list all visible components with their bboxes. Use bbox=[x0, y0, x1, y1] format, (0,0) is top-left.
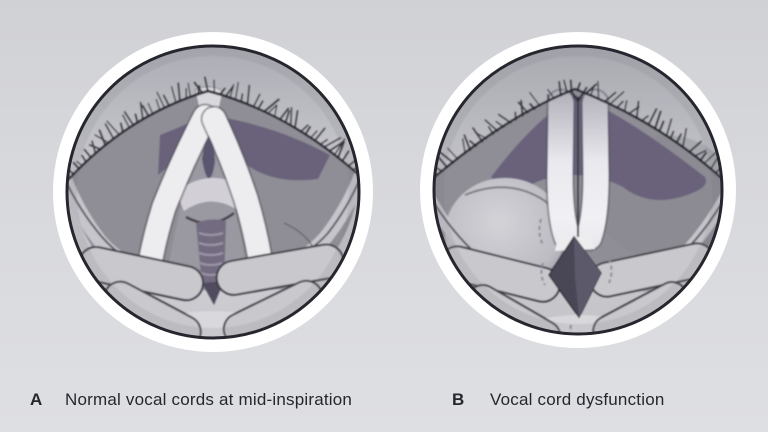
larynx-normal-endoscopic-view bbox=[53, 32, 373, 352]
figure-b-caption: Vocal cord dysfunction bbox=[490, 390, 665, 409]
figure-a-normal-larynx bbox=[48, 27, 378, 357]
caption-row: A Normal vocal cords at mid-inspiration … bbox=[0, 390, 768, 420]
figure-b-vocal-cord-dysfunction bbox=[413, 25, 743, 355]
figure-a-label: A bbox=[30, 390, 43, 409]
figure-a-caption: Normal vocal cords at mid-inspiration bbox=[65, 390, 353, 409]
larynx-vcd-endoscopic-view bbox=[420, 32, 736, 348]
cilia-fringe bbox=[434, 79, 722, 178]
figure-b-label: B bbox=[452, 390, 465, 409]
